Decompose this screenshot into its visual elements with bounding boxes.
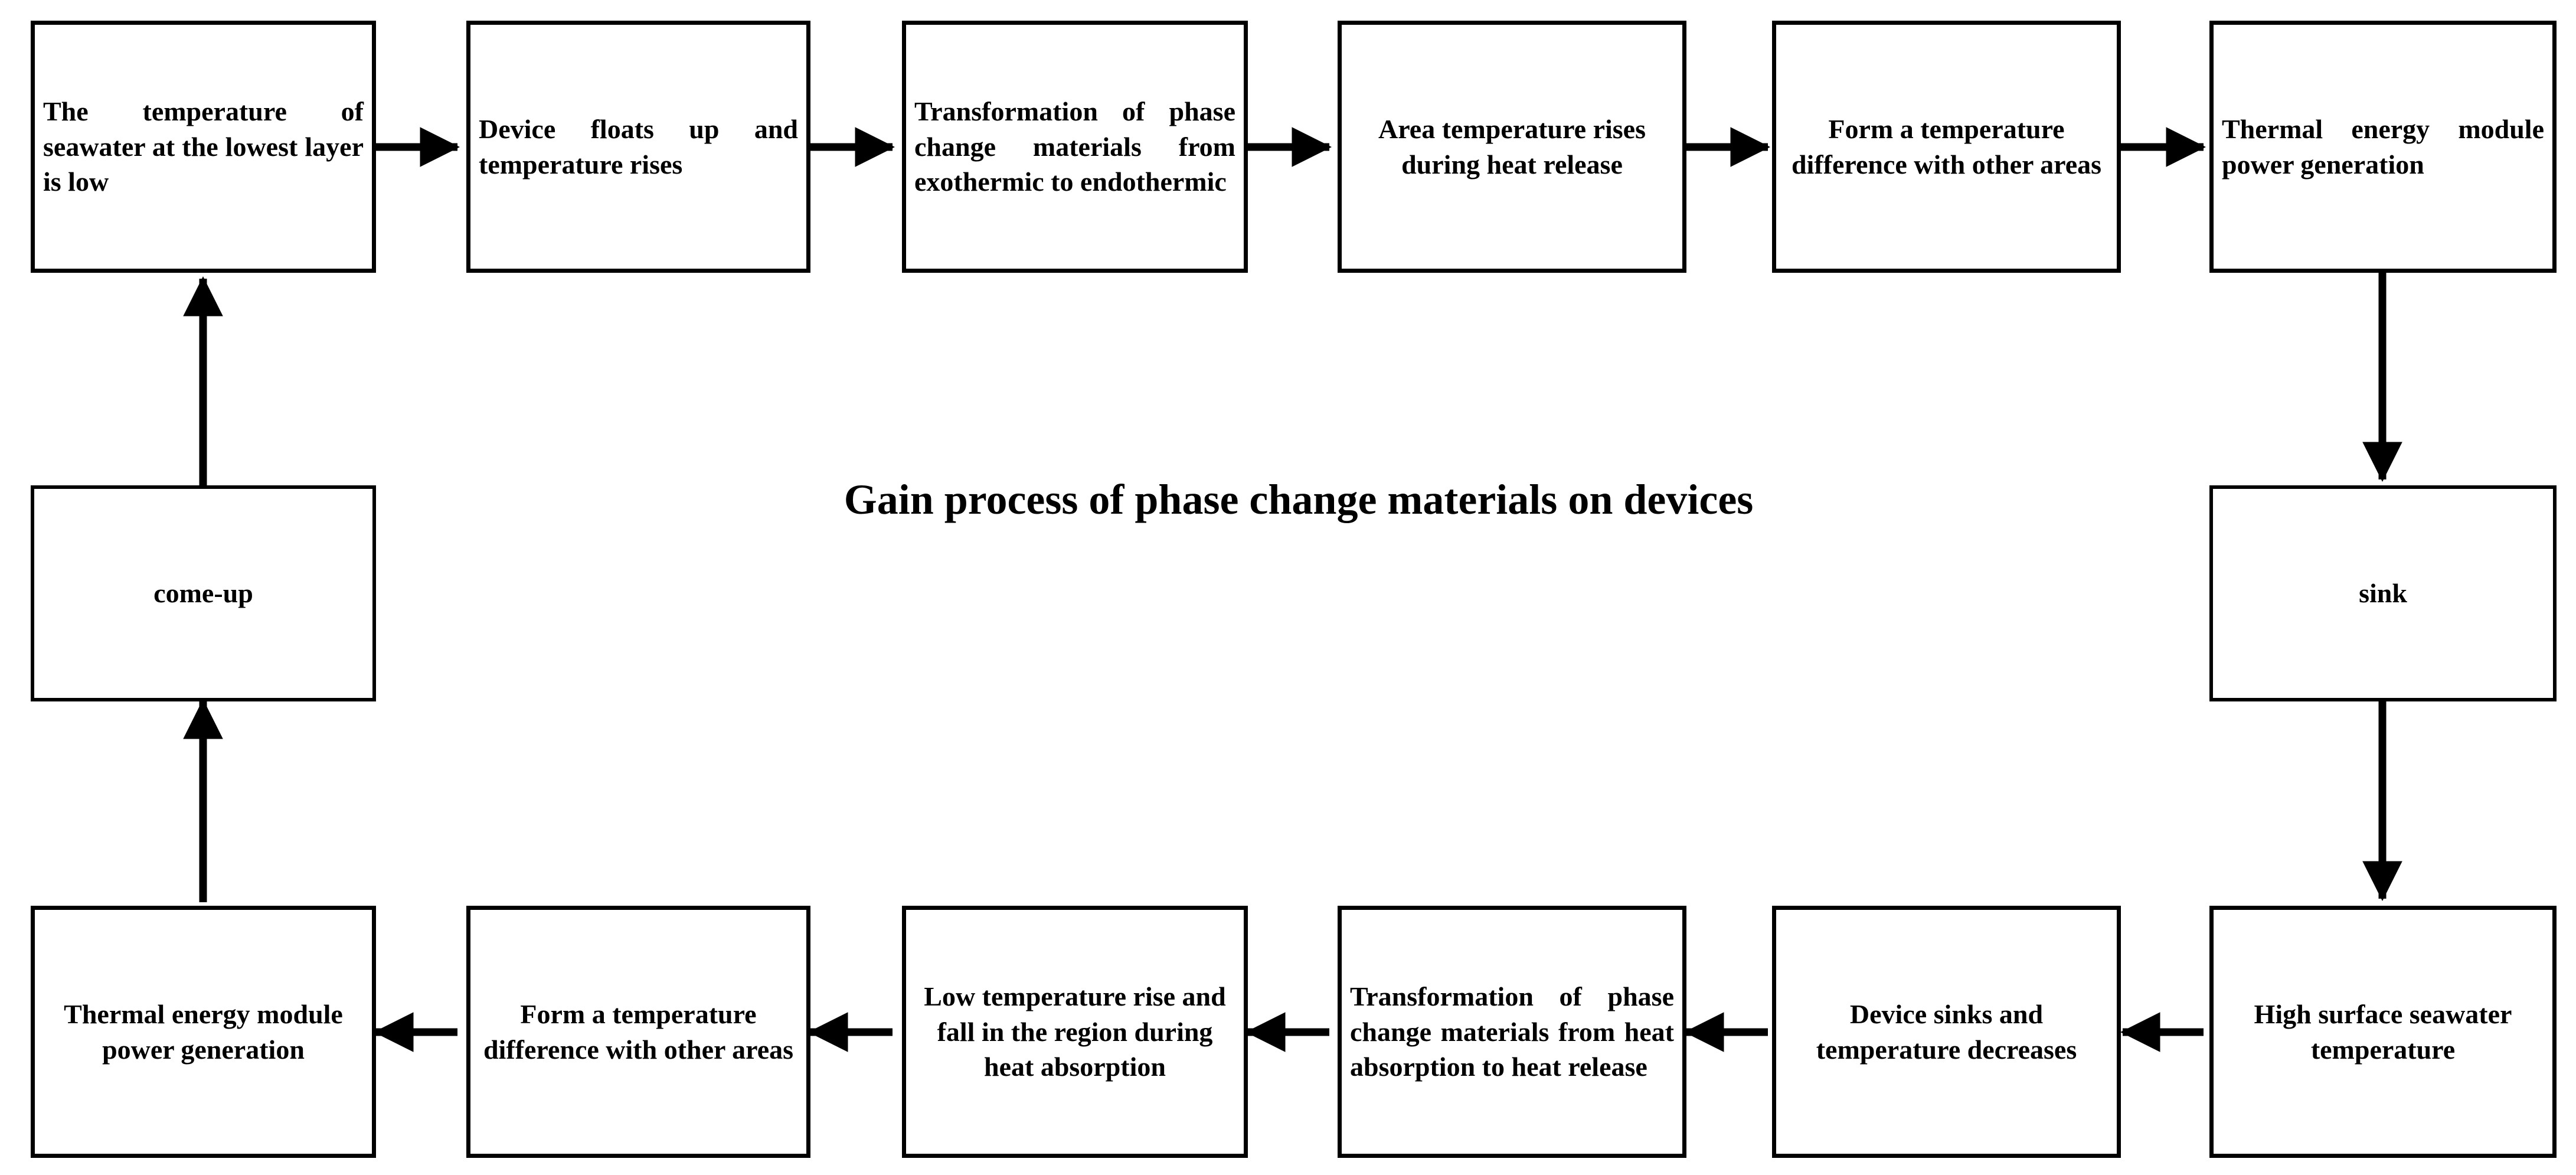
- node-transformation-exothermic-to-endothermic[interactable]: Transformation of phase change materials…: [902, 21, 1248, 273]
- node-high-surface-seawater-temperature[interactable]: High surface seawater temperature: [2209, 906, 2557, 1158]
- node-label: Device floats up and temperature rises: [479, 113, 798, 179]
- node-thermal-energy-module-power-generation-top[interactable]: Thermal energy module power generation: [2209, 21, 2557, 273]
- node-form-temp-difference-top[interactable]: Form a temperature difference with other…: [1772, 21, 2121, 273]
- node-thermal-energy-module-power-generation-bottom[interactable]: Thermal energy module power generation: [31, 906, 376, 1158]
- node-label: Form a temperature difference with other…: [1791, 113, 2102, 179]
- node-come-up[interactable]: come-up: [31, 485, 376, 701]
- node-label: Device sinks and temperature decreases: [1816, 998, 2077, 1065]
- node-label: Area temperature rises during heat relea…: [1378, 113, 1646, 179]
- node-label: High surface seawater temperature: [2254, 998, 2512, 1065]
- diagram-title: Gain process of phase change materials o…: [844, 476, 1754, 523]
- node-seawater-lowest-layer-temp[interactable]: The temperature of seawater at the lowes…: [31, 21, 376, 273]
- node-sink[interactable]: sink: [2209, 485, 2557, 701]
- node-label: The temperature of seawater at the lowes…: [43, 96, 364, 197]
- node-label: sink: [2359, 578, 2407, 609]
- node-transformation-heat-absorption-to-release[interactable]: Transformation of phase change materials…: [1338, 906, 1686, 1158]
- node-label: Form a temperature difference with other…: [483, 998, 794, 1065]
- node-label: Thermal energy module power generation: [64, 998, 343, 1065]
- node-label: Thermal energy module power generation: [2222, 113, 2544, 179]
- node-device-sinks-temp-decreases[interactable]: Device sinks and temperature decreases: [1772, 906, 2121, 1158]
- node-label: Low temperature rise and fall in the reg…: [924, 981, 1226, 1082]
- node-label: Transformation of phase change materials…: [1350, 981, 1674, 1082]
- node-label: Transformation of phase change materials…: [914, 96, 1235, 197]
- node-area-temp-rises-heat-release[interactable]: Area temperature rises during heat relea…: [1338, 21, 1686, 273]
- node-form-temp-difference-bottom[interactable]: Form a temperature difference with other…: [466, 906, 810, 1158]
- node-device-floats-up[interactable]: Device floats up and temperature rises: [466, 21, 810, 273]
- node-low-temp-rise-fall-heat-absorption[interactable]: Low temperature rise and fall in the reg…: [902, 906, 1248, 1158]
- node-label: come-up: [153, 578, 253, 609]
